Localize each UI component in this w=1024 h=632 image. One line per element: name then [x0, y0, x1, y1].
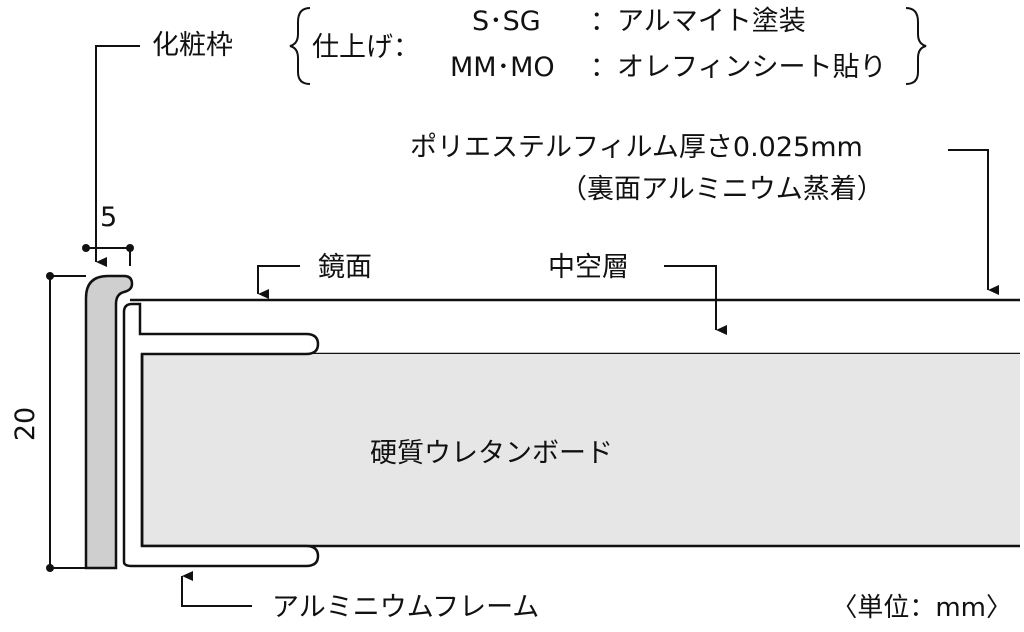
hollow-label: 中空層: [548, 252, 629, 283]
mirror-leader-line: [257, 265, 300, 299]
finish-label: 仕上げ：: [312, 32, 420, 63]
urethane-board: [142, 354, 1020, 546]
frame-leader-line: [95, 45, 140, 267]
finish-desc-2: ：オレフィンシート貼り: [590, 52, 886, 83]
finish-brace-right: [905, 7, 927, 85]
finish-code-1: S･SG: [472, 6, 541, 37]
film-label: ポリエステルフィルム厚さ0.025mm: [410, 132, 863, 163]
frame-label: 化粧枠: [152, 30, 233, 61]
film-leader-line: [948, 149, 999, 295]
dim-height-label: 20: [10, 407, 41, 441]
finish-brace-left: [289, 7, 311, 85]
dim-width-dot-left: [82, 244, 90, 252]
aluminum-frame: [122, 302, 320, 568]
unit-label: 〈単位：mm〉: [831, 593, 1012, 623]
hollow-leader-line: [664, 265, 727, 335]
finish-desc-1: ：アルマイト塗装: [590, 6, 806, 37]
vanity-frame: [84, 274, 134, 570]
film-sub-label: （裏面アルミニウム蒸着）: [560, 174, 884, 205]
aluminum-frame-leader-line: [181, 571, 252, 607]
dim-width-label: 5: [100, 202, 117, 233]
finish-code-2: MM･MO: [450, 52, 555, 83]
mirror-label: 鏡面: [318, 252, 372, 283]
board-label: 硬質ウレタンボード: [370, 438, 613, 469]
aluminum-frame-label: アルミニウムフレーム: [272, 592, 539, 623]
